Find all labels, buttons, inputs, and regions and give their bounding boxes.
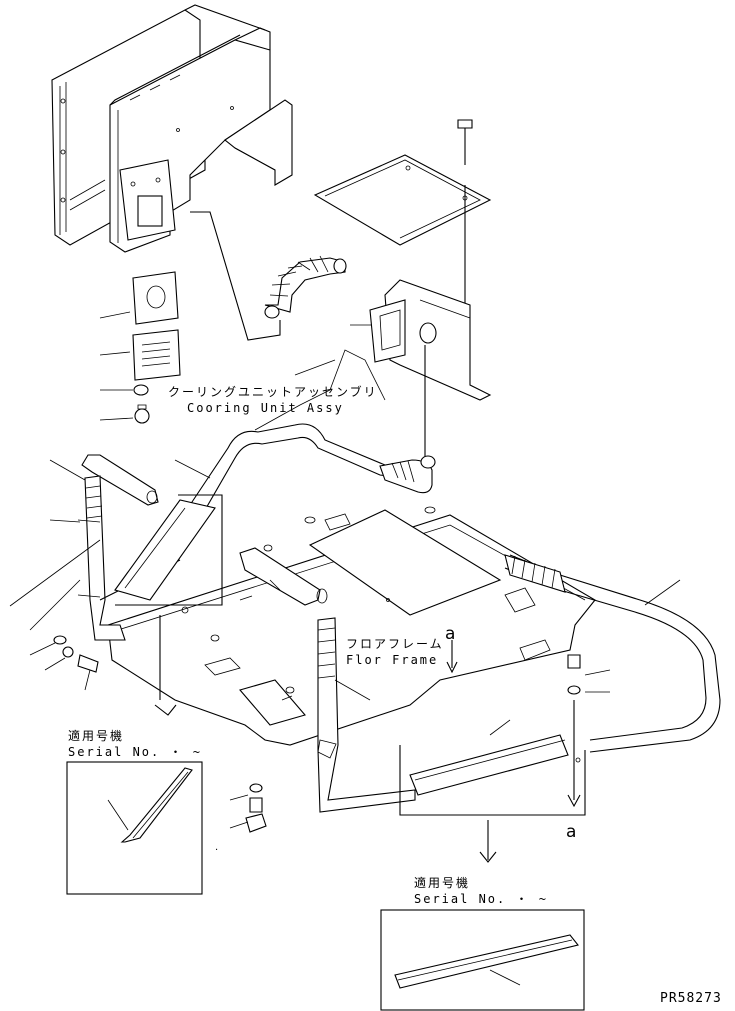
detail-box-left <box>66 761 203 895</box>
stray-dot: . <box>215 842 218 853</box>
hardware-stack <box>29 635 611 833</box>
serial-label-left: Serial No. ・ ~ <box>68 745 202 759</box>
left-tube-assembly <box>9 454 181 641</box>
cooling-unit-label-jp: クーリングユニットアッセンブリ <box>168 385 378 399</box>
reference-a-bottom: a <box>566 822 577 842</box>
reference-a-top: a <box>445 624 456 644</box>
leader-lines <box>174 349 386 479</box>
mounting-rail-left <box>114 494 223 716</box>
detail-box-right <box>380 909 585 1011</box>
applicable-label-right: 適用号機 <box>414 876 471 890</box>
cover-plate <box>313 119 492 388</box>
cooling-unit-label-en: Cooring Unit Assy <box>187 401 344 415</box>
air-duct-tube <box>189 423 721 753</box>
center-tube <box>239 547 416 813</box>
cooling-unit-housing <box>51 4 293 253</box>
serial-label-right: Serial No. ・ ~ <box>414 892 548 906</box>
mounting-rail-right <box>399 719 586 863</box>
evaporator-bracket <box>350 279 492 460</box>
part-number: PR58273 <box>660 991 722 1006</box>
filter-parts <box>99 271 181 424</box>
applicable-label-left: 適用号機 <box>68 729 125 743</box>
duct-hose <box>190 211 347 341</box>
floor-frame-label-jp: フロアフレーム <box>346 637 444 651</box>
floor-frame-label-en: Flor Frame <box>346 653 439 667</box>
floor-frame <box>107 506 596 746</box>
